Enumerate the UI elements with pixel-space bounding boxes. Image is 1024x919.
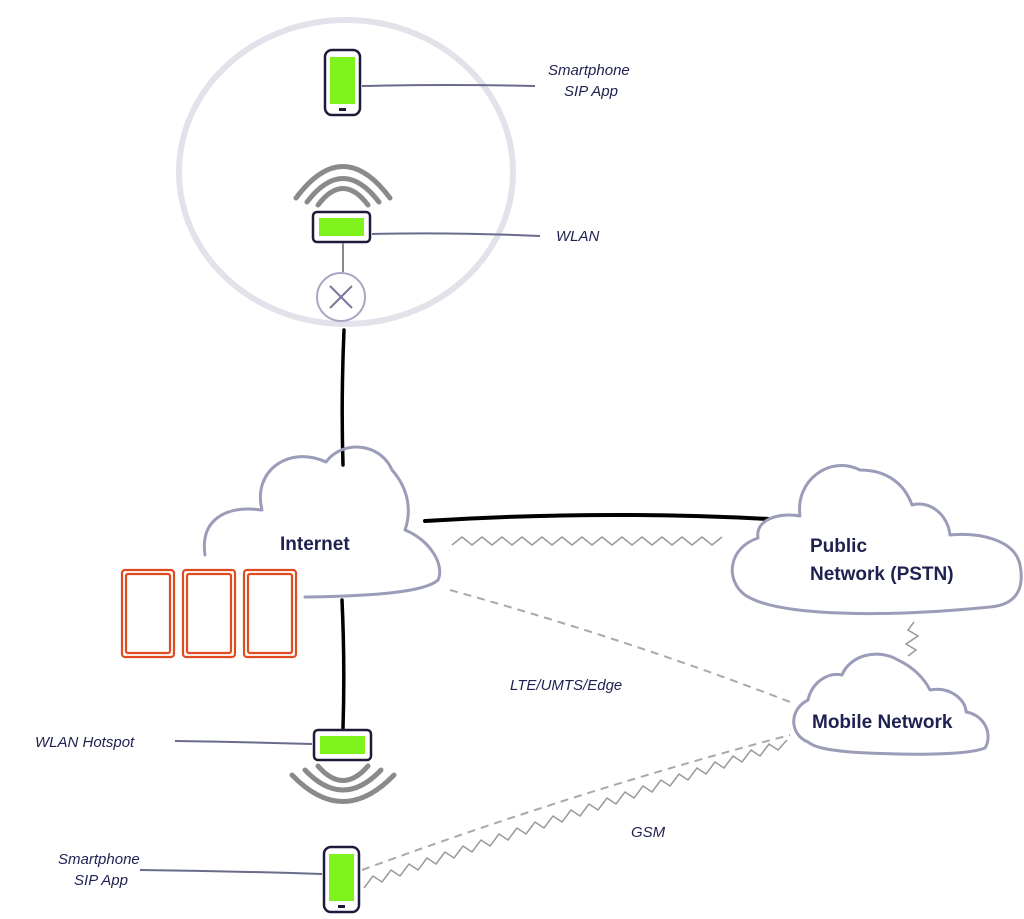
- hotspot-wifi-signal-icon: [289, 763, 397, 804]
- gsm-zigzag: [363, 739, 788, 889]
- internet-label: Internet: [280, 534, 350, 555]
- smartphone-top-label: Smartphone SIP App: [548, 62, 634, 100]
- wlan-hotspot-leader: [174, 740, 313, 745]
- lte-link: [449, 589, 791, 703]
- internet-pstn-link: [423, 512, 770, 523]
- smartphone-top-leader: [361, 84, 536, 87]
- smartphone-bottom-label: Smartphone SIP App: [58, 851, 144, 889]
- wlan-leader: [371, 232, 541, 237]
- network-switch-icon: [316, 272, 366, 322]
- gsm-label: GSM: [631, 824, 666, 841]
- internet-cloud-icon: [202, 445, 442, 599]
- smartphone-top-icon: [323, 48, 362, 117]
- internet-pstn-zigzag: [451, 536, 723, 546]
- smartphone-bottom-icon: [322, 845, 361, 914]
- mobile-network-label: Mobile Network: [812, 712, 953, 733]
- mobile-network-cloud-icon: [792, 652, 990, 756]
- pstn-cloud-icon: [730, 464, 1023, 616]
- wlan-hotspot-label: WLAN Hotspot: [35, 734, 135, 751]
- smartphone-bottom-leader: [139, 869, 323, 875]
- phone-mobile-dashed-link: [361, 734, 791, 871]
- internet-hotspot-link: [340, 598, 346, 730]
- pstn-label: Public Network (PSTN): [810, 536, 954, 585]
- home-internet-link: [340, 328, 346, 467]
- lte-label: LTE/UMTS/Edge: [510, 677, 622, 694]
- wifi-signal-icon: [293, 164, 393, 208]
- pstn-mobile-zigzag: [904, 621, 920, 657]
- wlan-label: WLAN: [556, 228, 600, 245]
- server-rack-icon: [120, 568, 298, 659]
- wlan-router-icon: [311, 210, 372, 244]
- home-network-circle: [176, 17, 516, 327]
- wlan-hotspot-icon: [312, 728, 373, 762]
